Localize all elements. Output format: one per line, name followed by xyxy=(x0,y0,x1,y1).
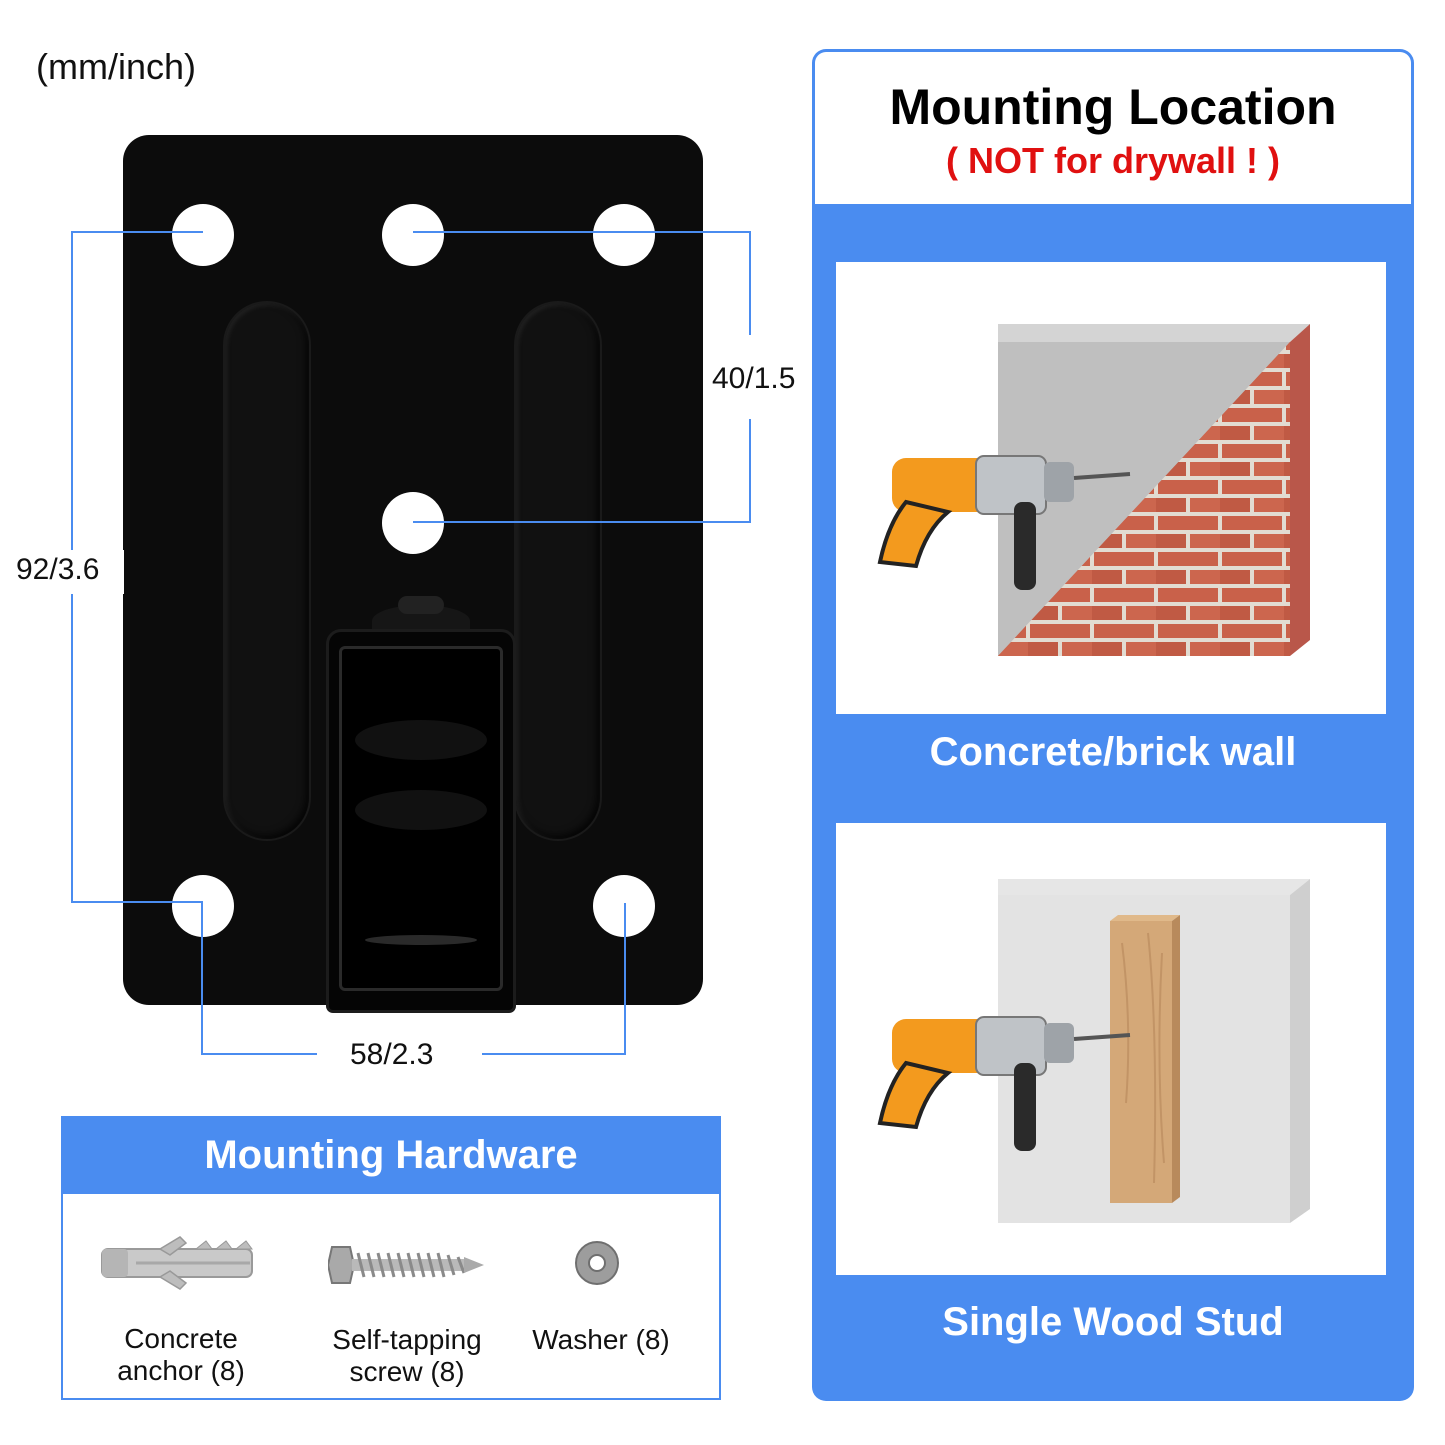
dimension-label-bg xyxy=(14,550,124,594)
plate-hole xyxy=(172,204,234,266)
plate-hole xyxy=(382,492,444,554)
location-panel-header xyxy=(815,52,1411,204)
hardware-item-label: Self-tapping screw (8) xyxy=(322,1324,492,1388)
anchor-icon xyxy=(100,1235,256,1296)
dimension-label-bg xyxy=(712,335,808,419)
concrete-brick-card xyxy=(836,262,1386,714)
receiver-knob-cap xyxy=(398,596,444,614)
receiver-highlight xyxy=(355,720,487,760)
receiver-highlight xyxy=(365,935,477,945)
hardware-label-line: screw (8) xyxy=(349,1356,465,1387)
dimension-width-label: 58/2.3 xyxy=(350,1038,434,1071)
plate-hole xyxy=(382,204,444,266)
plate-hole xyxy=(172,875,234,937)
plate-slot-left xyxy=(225,303,309,839)
dimension-line-width xyxy=(201,1053,317,1055)
hardware-panel-header xyxy=(61,1116,721,1194)
dimension-spacing-label: 40/1.5 xyxy=(712,362,796,395)
wood-stud-label: Single Wood Stud xyxy=(942,1300,1284,1344)
concrete-brick-label: Concrete/brick wall xyxy=(929,730,1297,774)
washer-icon xyxy=(574,1240,620,1291)
dimension-tick xyxy=(413,521,751,523)
dimension-tick xyxy=(71,231,203,233)
hardware-label-line: anchor (8) xyxy=(117,1355,245,1386)
hardware-item-label: Washer (8) xyxy=(532,1324,670,1355)
wood-stud-illustration xyxy=(877,879,1310,1223)
dimension-tick xyxy=(71,901,203,903)
hardware-label-line: Self-tapping xyxy=(332,1324,482,1355)
screw-icon xyxy=(326,1243,488,1292)
location-title: Mounting Location xyxy=(889,79,1337,135)
units-label: (mm/inch) xyxy=(36,46,196,87)
plate-hole xyxy=(593,204,655,266)
hardware-title: Mounting Hardware xyxy=(204,1133,578,1177)
wood-stud-card xyxy=(836,823,1386,1275)
plate-slot-right xyxy=(516,303,600,839)
dimension-tick xyxy=(201,903,203,1055)
drill-icon xyxy=(877,1016,1131,1151)
drill-icon xyxy=(877,455,1131,590)
dimension-line-width xyxy=(482,1053,626,1055)
hardware-item-label: Concrete anchor (8) xyxy=(96,1323,266,1387)
dimension-height-label: 92/3.6 xyxy=(16,553,100,586)
hardware-label-line: Concrete xyxy=(124,1323,238,1354)
dimension-tick xyxy=(413,231,751,233)
receiver-highlight xyxy=(355,790,487,830)
location-warning: ( NOT for drywall ! ) xyxy=(945,140,1280,181)
concrete-brick-illustration xyxy=(877,324,1310,656)
dimension-tick xyxy=(624,903,626,1055)
